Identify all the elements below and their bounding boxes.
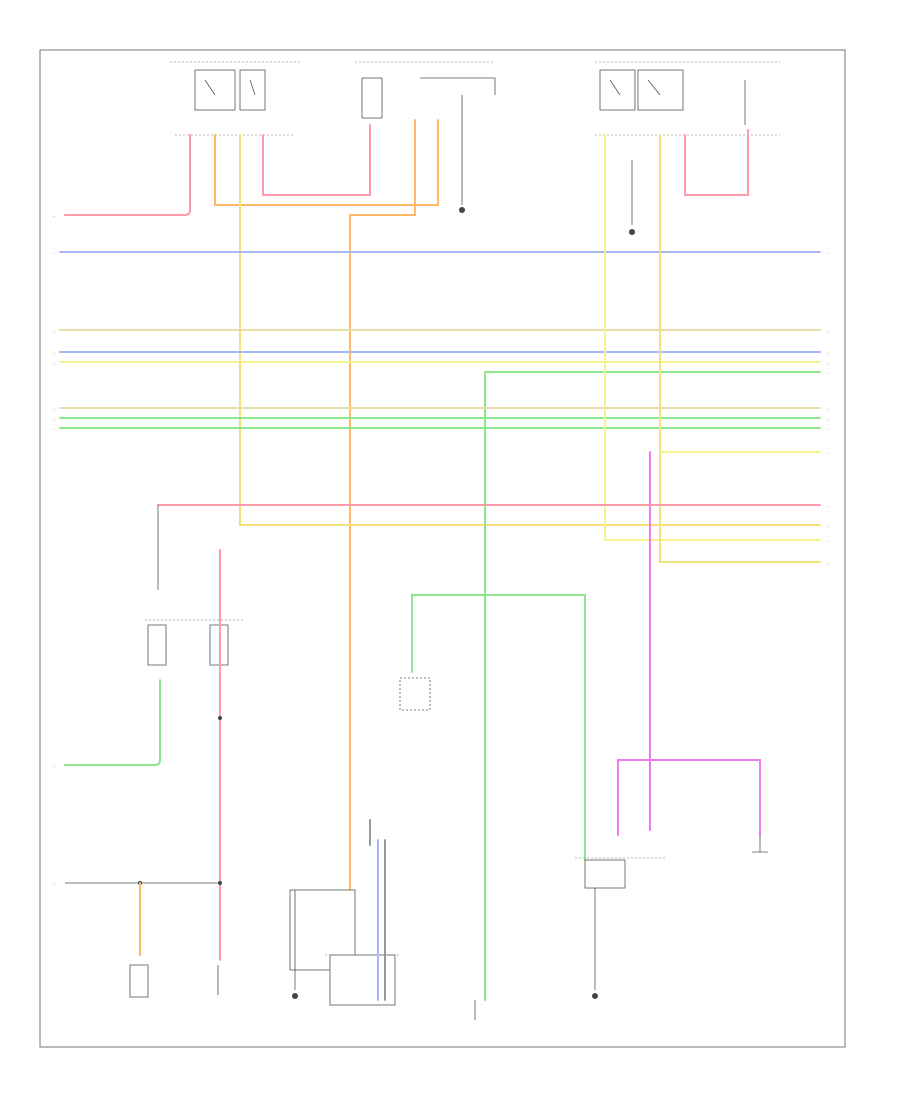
- wire-violet-loop: [617, 759, 761, 836]
- wire-green-sensor: [411, 594, 586, 861]
- svg-text:-: -: [828, 407, 830, 412]
- top-center-fuse-group: [355, 61, 496, 213]
- svg-text:-: -: [828, 329, 830, 334]
- svg-text:-: -: [828, 427, 830, 432]
- svg-text:-: -: [53, 407, 55, 412]
- svg-text:-: -: [53, 329, 55, 334]
- svg-text:-: -: [828, 539, 830, 544]
- wire-tan-vertical: [239, 134, 821, 526]
- svg-text:-: -: [828, 361, 830, 366]
- wire-yellow-right-a: [604, 134, 821, 541]
- bus-green-branch: [484, 371, 821, 1001]
- svg-text:-: -: [828, 251, 830, 256]
- svg-text:-: -: [53, 427, 55, 432]
- wire-yellow-right-b: [659, 134, 821, 563]
- top-left-relay-group: [170, 61, 300, 136]
- svg-text:-: -: [828, 504, 830, 509]
- wire-green-left-down: [64, 679, 161, 766]
- wire-orange-loop: [214, 119, 439, 206]
- wire-red-right-top: [684, 129, 749, 196]
- svg-text:-: -: [828, 351, 830, 356]
- svg-text:-: -: [53, 351, 55, 356]
- svg-text:-: -: [828, 417, 830, 422]
- wire-orange-long: [349, 119, 416, 931]
- wire-red-second: [262, 124, 371, 196]
- svg-text:-: -: [53, 882, 55, 887]
- svg-text:-: -: [828, 371, 830, 376]
- svg-text:-: -: [53, 214, 55, 219]
- svg-text:-: -: [53, 361, 55, 366]
- svg-text:-: -: [828, 524, 830, 529]
- svg-text:-: -: [828, 451, 830, 456]
- top-right-relay-group: [595, 61, 780, 235]
- wire-red-left-top: [64, 134, 191, 216]
- bottom-right-module: [752, 835, 768, 853]
- svg-text:-: -: [53, 251, 55, 256]
- mid-left-fuse-block: [145, 505, 245, 666]
- bottom-right-switch: [575, 857, 665, 999]
- bottom-center-connector: [289, 889, 400, 1006]
- svg-text:-: -: [53, 417, 55, 422]
- svg-text:-: -: [828, 561, 830, 566]
- center-sensor: [399, 677, 431, 711]
- left-edge-ticks: - - - - - - - - - -: [53, 214, 55, 887]
- right-edge-ticks: - - - - - - - - - - - - -: [828, 251, 830, 566]
- diagram-frame: [39, 49, 846, 1048]
- svg-text:-: -: [53, 764, 55, 769]
- bottom-left-sensor: [129, 964, 149, 998]
